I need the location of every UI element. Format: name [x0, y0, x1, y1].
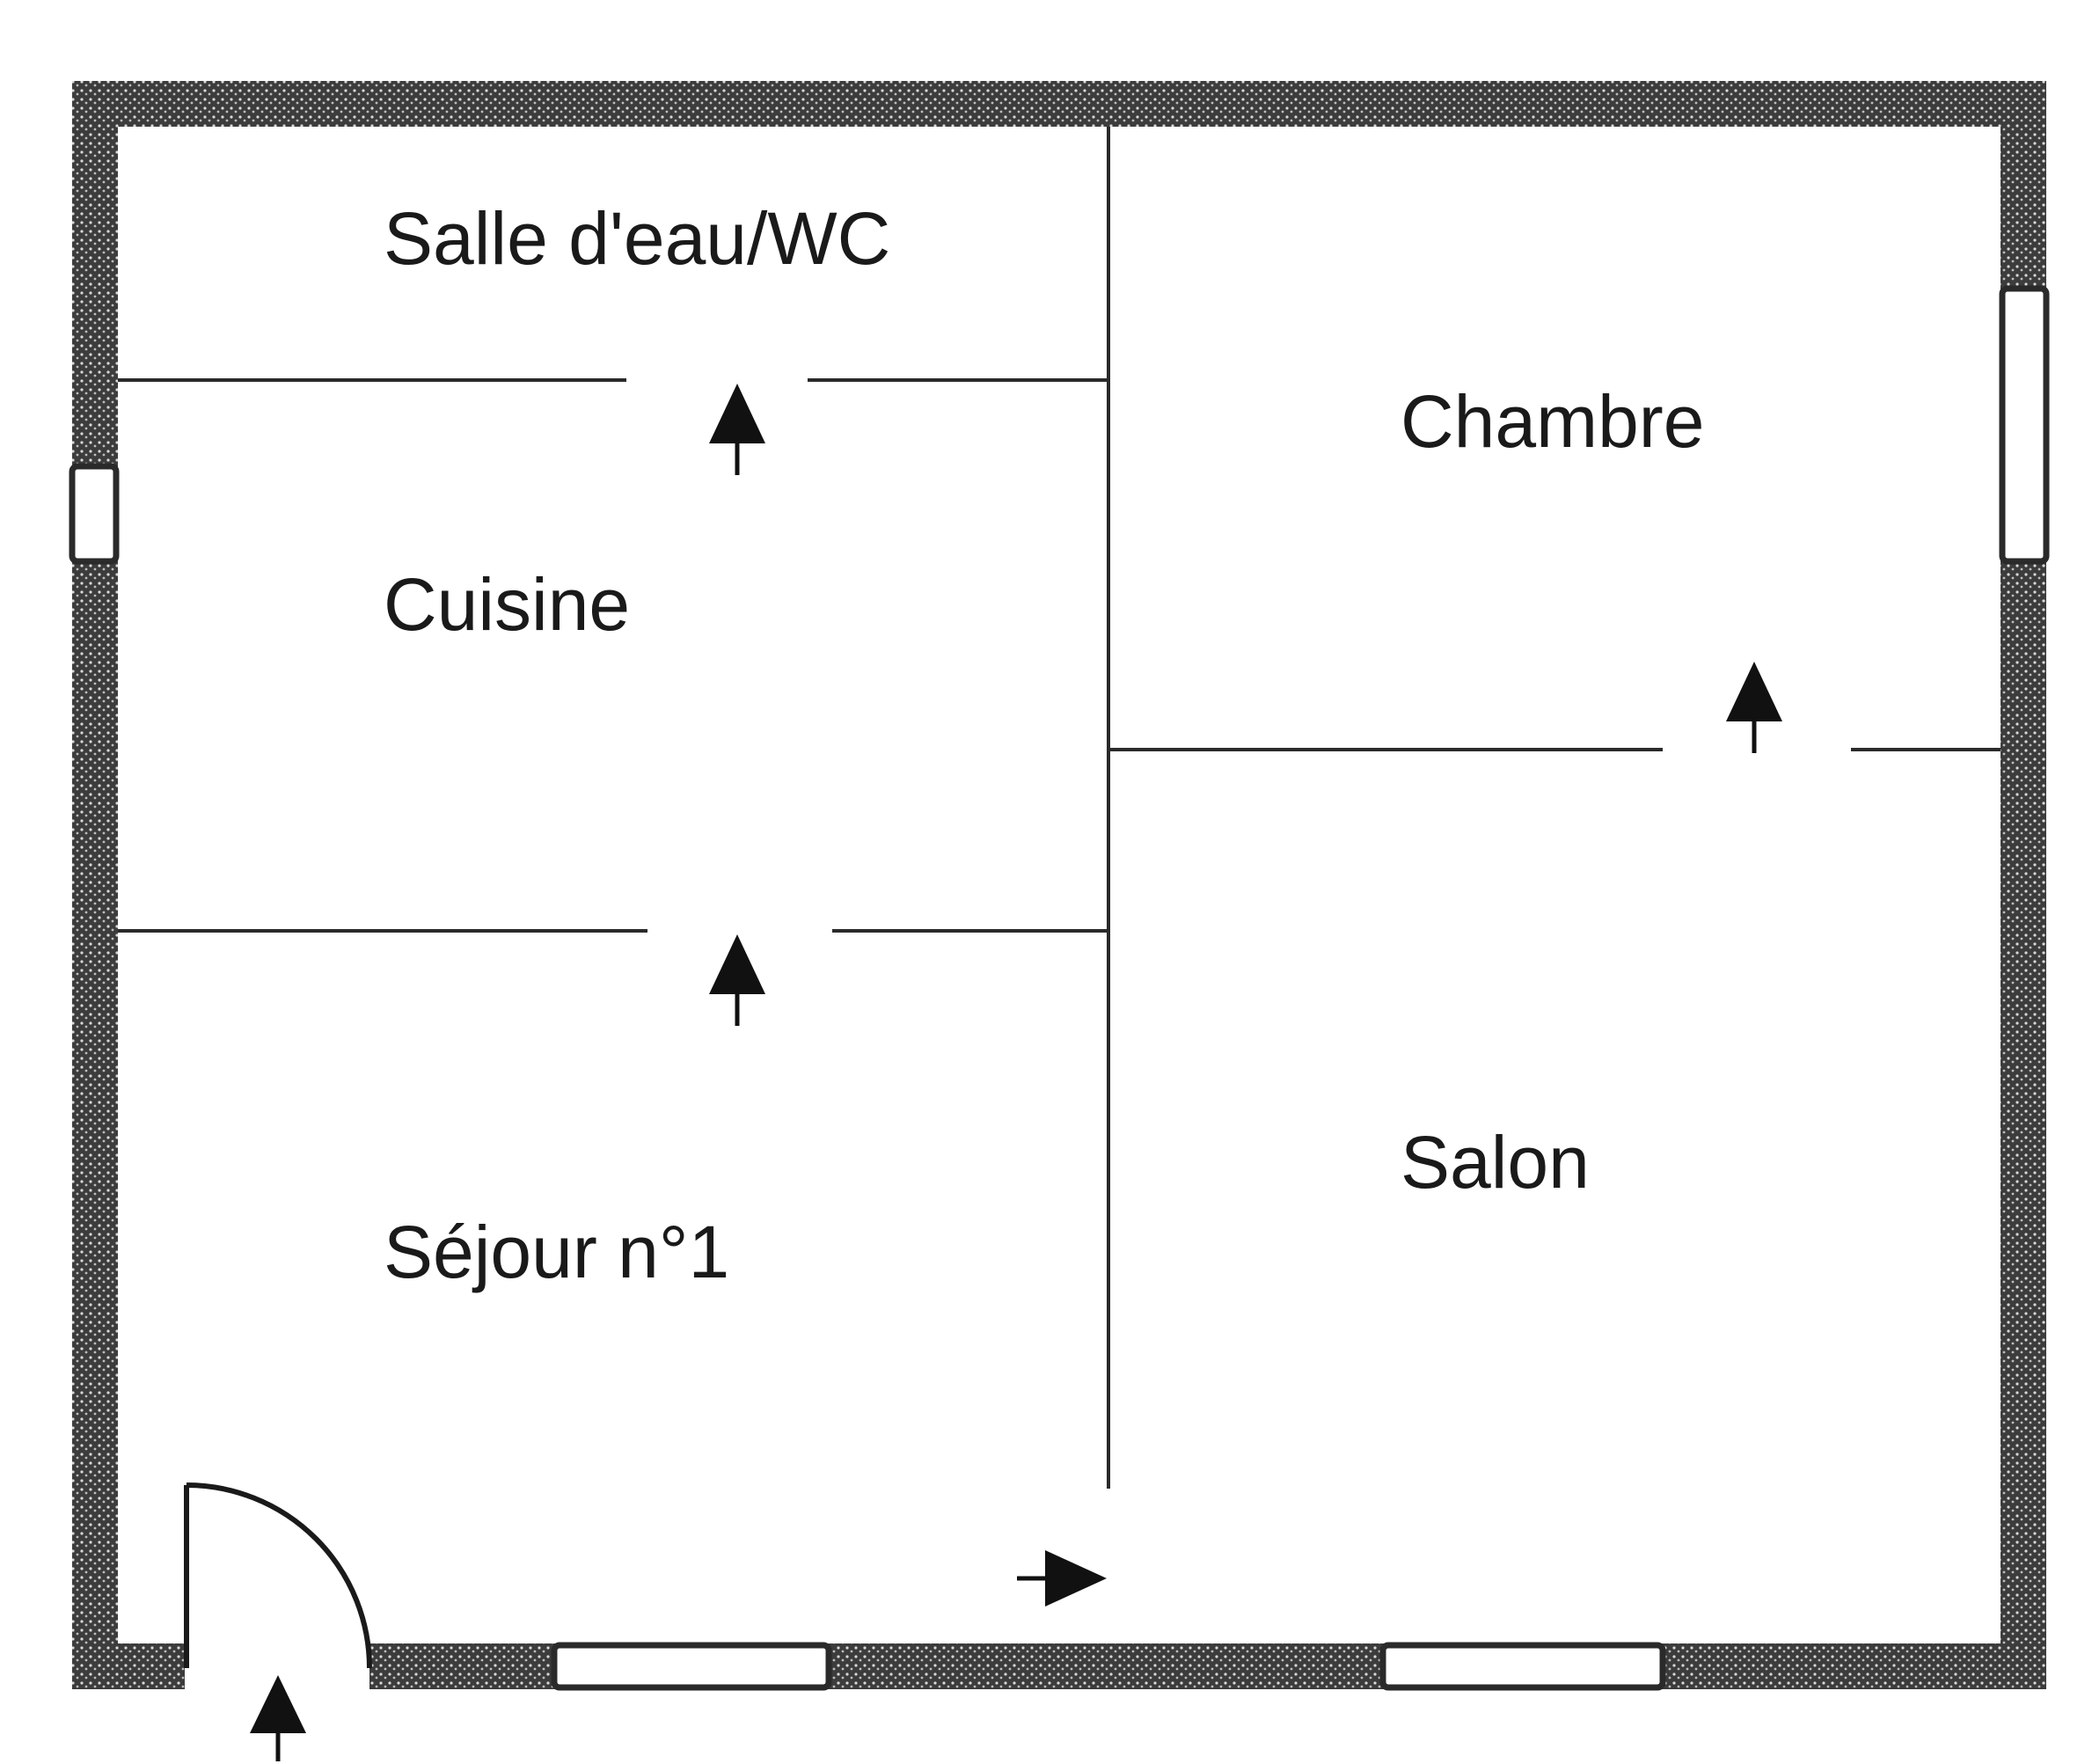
- room-label-salon: Salon: [1401, 1121, 1590, 1204]
- window-icon: [1999, 285, 2050, 565]
- exterior-walls: [72, 81, 2046, 1689]
- arrow-icon: [1017, 1550, 1107, 1607]
- window-icon: [551, 1642, 832, 1691]
- wall-bottom-left-stub: [72, 1643, 185, 1689]
- room-label-sejour: Séjour n°1: [384, 1211, 729, 1293]
- room-label-chambre: Chambre: [1401, 380, 1704, 463]
- partitions: [118, 127, 2001, 1489]
- arrow-icon: [709, 384, 765, 475]
- room-label-cuisine: Cuisine: [384, 563, 630, 646]
- arrow-icon: [1726, 662, 1782, 753]
- window-icon: [69, 463, 120, 565]
- room-label-salle-eau: Salle d'eau/WC: [384, 197, 890, 280]
- arrow-icon: [250, 1675, 306, 1761]
- arrow-icon: [709, 934, 765, 1026]
- door-swing-icon: [184, 1482, 372, 1669]
- wall-left: [72, 81, 118, 1689]
- window-icon: [1379, 1642, 1666, 1691]
- wall-top: [72, 81, 2046, 127]
- windows: [69, 285, 2050, 1691]
